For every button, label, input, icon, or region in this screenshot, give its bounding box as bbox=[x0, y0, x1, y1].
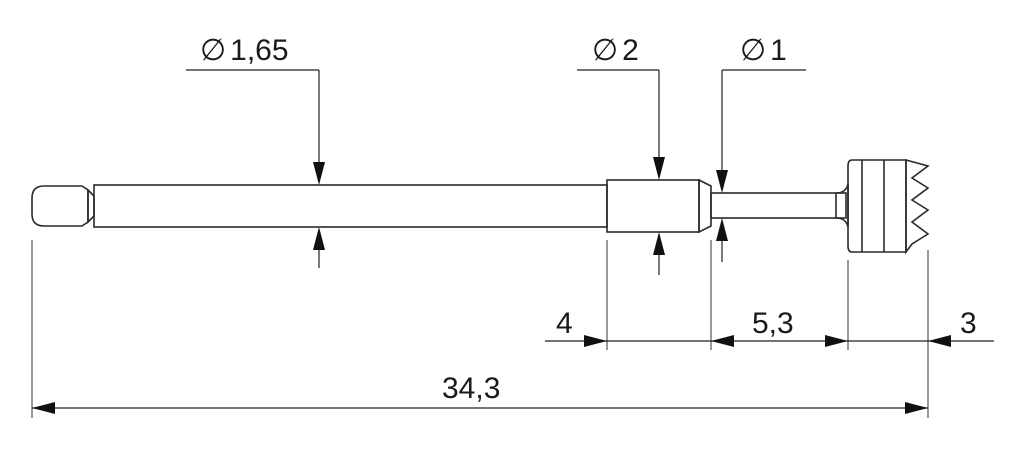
length-head-label: 3 bbox=[960, 307, 977, 340]
shank-tip bbox=[31, 185, 89, 227]
shank-groove bbox=[87, 188, 95, 224]
diameter-symbol: ∅ bbox=[200, 34, 226, 67]
length-head-dimension bbox=[848, 335, 994, 347]
length-neck-dimension bbox=[711, 335, 848, 347]
length-neck-label: 5,3 bbox=[752, 307, 794, 340]
diameter-value: 1 bbox=[770, 34, 787, 67]
neck-body bbox=[710, 192, 847, 219]
length-collar-label: 4 bbox=[556, 307, 573, 340]
length-overall-label: 34,3 bbox=[442, 372, 500, 405]
diameter-value: 1,65 bbox=[230, 34, 288, 67]
length-overall-dimension bbox=[32, 402, 928, 414]
diameter-shank-leader bbox=[186, 69, 325, 268]
shank-body bbox=[93, 184, 608, 228]
collar-taper bbox=[698, 178, 712, 234]
diameter-neck-leader bbox=[716, 69, 806, 262]
head-body bbox=[847, 159, 907, 253]
diameter-symbol: ∅ bbox=[740, 34, 766, 67]
extension-lines bbox=[31, 240, 929, 418]
collar-body bbox=[606, 179, 700, 233]
diameter-symbol: ∅ bbox=[592, 34, 618, 67]
diameter-value: 2 bbox=[622, 34, 639, 67]
diameter-collar-leader bbox=[577, 69, 665, 275]
head-teeth bbox=[905, 158, 930, 255]
length-collar-dimension bbox=[545, 335, 711, 347]
diameter-neck-label: ∅1 bbox=[740, 34, 787, 67]
bur-part bbox=[31, 158, 930, 255]
diameter-shank-label: ∅1,65 bbox=[200, 34, 289, 67]
diameter-collar-label: ∅2 bbox=[592, 34, 639, 67]
